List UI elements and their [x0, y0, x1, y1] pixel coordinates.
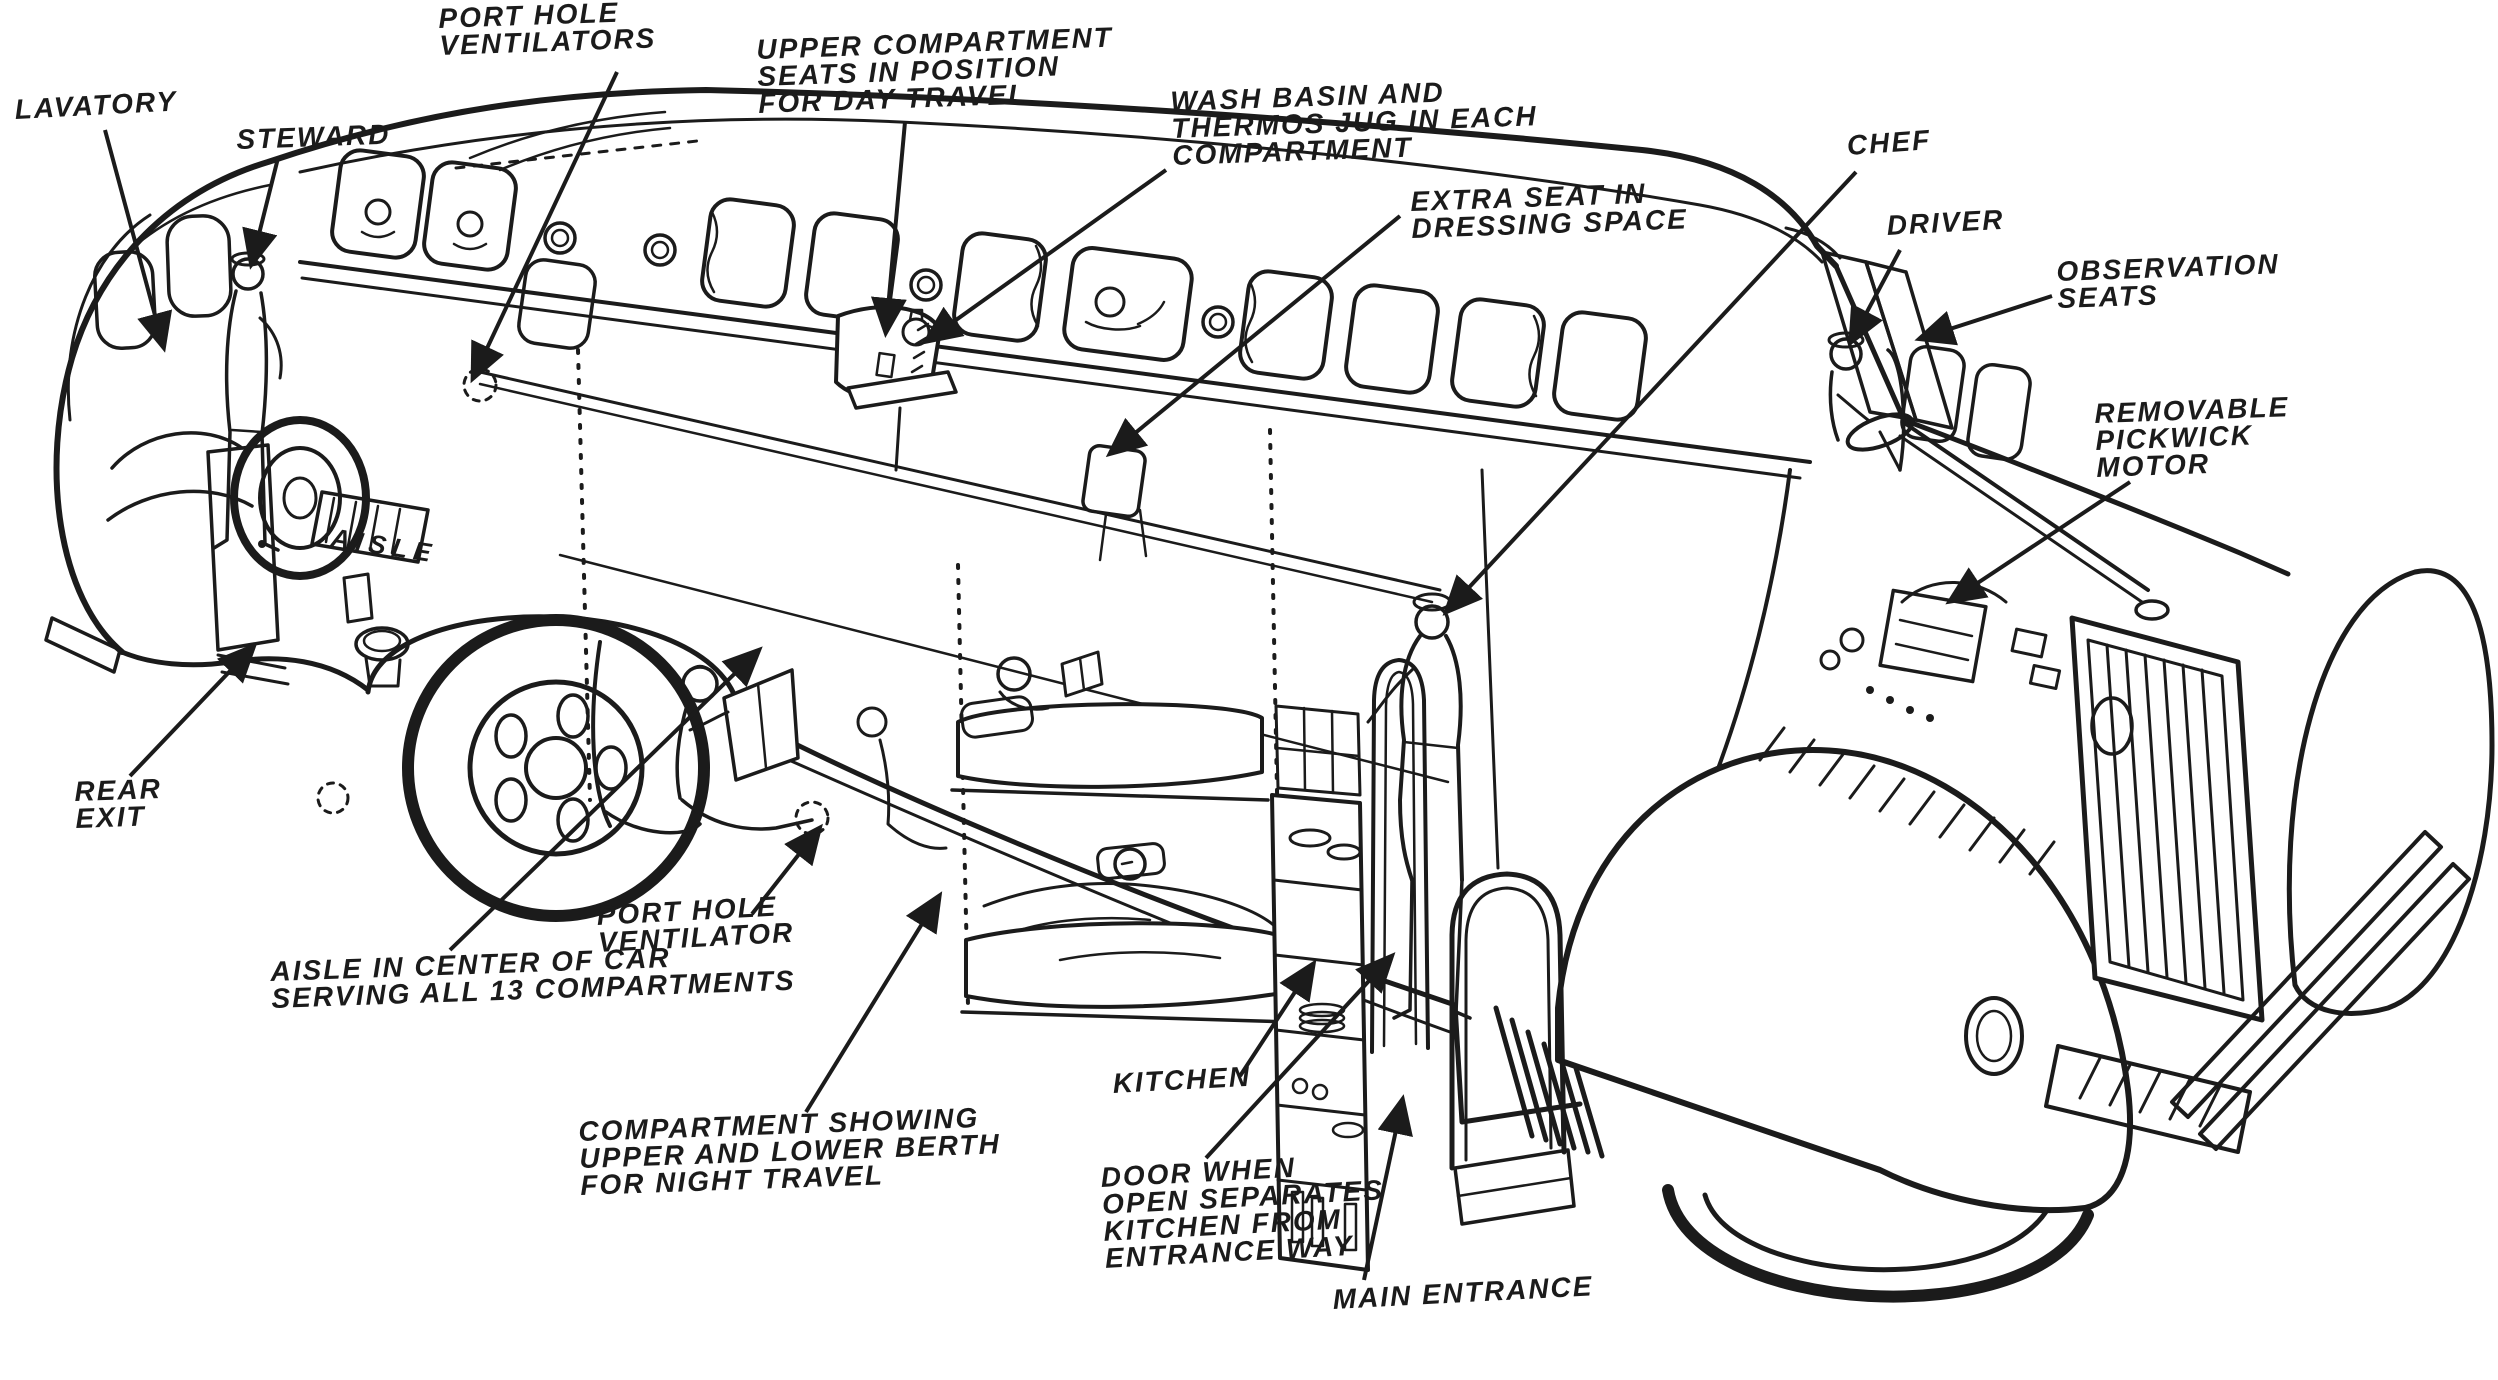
front-fender	[1555, 747, 2134, 1213]
front-end	[1493, 226, 2495, 1213]
engine-motor	[1819, 581, 2062, 722]
far-front-fender	[2286, 568, 2495, 1016]
lower-berth-sleeper	[1113, 847, 1147, 881]
upper-berth	[950, 695, 1270, 802]
lavatory-toilet	[342, 572, 410, 688]
extra-folding-seat	[1081, 443, 1147, 519]
radiator-grille	[2069, 615, 2265, 1023]
rear-exit-door	[206, 443, 290, 686]
front-bumper	[2170, 830, 2443, 1119]
observation-seat-backs	[1900, 345, 2032, 461]
kitchen-door	[1370, 658, 1430, 1054]
lower-porthole	[794, 800, 830, 836]
lower-berth	[960, 842, 1294, 1024]
upper-berth-reader	[996, 650, 1104, 711]
window-band	[93, 148, 1648, 836]
aisle-floor-sign: AISLE	[328, 522, 439, 568]
wash-basin-table	[846, 308, 958, 472]
chef-figure	[1366, 592, 1472, 1020]
headlight	[1964, 996, 2024, 1076]
rear-wheel	[402, 614, 710, 922]
main-entrance-doorway	[1449, 871, 1576, 1226]
companion-figure	[856, 706, 948, 850]
window-passenger	[1084, 286, 1166, 331]
front-wheel	[1662, 1184, 2094, 1303]
far-headlight	[2090, 696, 2134, 756]
kitchen-unit	[1270, 704, 1370, 1272]
